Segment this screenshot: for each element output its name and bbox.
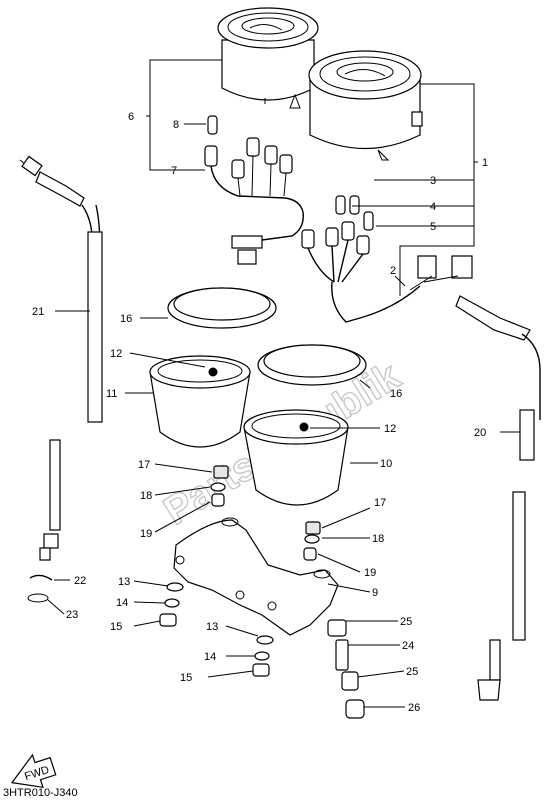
callout-label: 26 bbox=[408, 702, 420, 714]
callout-label: 12 bbox=[110, 348, 122, 360]
callout-label: 3 bbox=[430, 175, 436, 187]
callout-label: 2 bbox=[390, 265, 396, 277]
callout-label: 16 bbox=[120, 313, 132, 325]
left-grommet-stack bbox=[210, 465, 229, 507]
callout-label: 12 bbox=[384, 423, 396, 435]
callout-label: 21 bbox=[32, 306, 44, 318]
callout-label: 17 bbox=[374, 497, 386, 509]
callout-label: 14 bbox=[204, 651, 216, 663]
callout-label: 13 bbox=[206, 621, 218, 633]
meter-bracket bbox=[173, 517, 339, 636]
callout-label: 23 bbox=[66, 609, 78, 621]
callout-label: 11 bbox=[106, 388, 117, 400]
callout-label: 7 bbox=[171, 165, 177, 177]
right-harness bbox=[301, 195, 473, 323]
callout-label: 10 bbox=[380, 458, 392, 470]
tachometer-cable bbox=[19, 155, 103, 561]
meter-cases bbox=[149, 355, 349, 506]
cable-clips bbox=[27, 574, 53, 603]
callout-label: 19 bbox=[140, 528, 152, 540]
leader-lines bbox=[47, 59, 520, 708]
callout-label: 22 bbox=[74, 575, 86, 587]
callout-label: 18 bbox=[140, 490, 152, 502]
speedometer-cable bbox=[455, 295, 541, 701]
callout-label: 18 bbox=[372, 533, 384, 545]
left-harness bbox=[204, 115, 304, 265]
right-meter-assembly bbox=[308, 50, 423, 161]
fwd-arrow-icon: FWD bbox=[10, 753, 57, 789]
right-grommet-stack bbox=[303, 521, 321, 561]
callout-label: 25 bbox=[406, 666, 418, 678]
callout-label: 14 bbox=[116, 597, 128, 609]
callout-label: 5 bbox=[430, 221, 436, 233]
callout-label: 8 bbox=[173, 119, 179, 131]
left-meter-assembly bbox=[217, 7, 319, 109]
callout-label: 20 bbox=[474, 427, 486, 439]
callout-label: 9 bbox=[372, 587, 378, 599]
callout-label: 15 bbox=[110, 621, 122, 633]
rim-rings bbox=[167, 287, 367, 386]
callout-label: 24 bbox=[402, 640, 414, 652]
callout-labels: 1 2 3 4 5 6 7 8 9 10 11 12 12 13 13 14 1… bbox=[32, 111, 488, 714]
callout-label: 6 bbox=[128, 111, 134, 123]
callout-label: 16 bbox=[390, 388, 402, 400]
callout-label: 4 bbox=[430, 201, 436, 213]
bracket-hardware bbox=[159, 582, 274, 677]
callout-label: 13 bbox=[118, 576, 130, 588]
lower-right-hardware bbox=[327, 619, 365, 719]
callout-label: 19 bbox=[364, 567, 376, 579]
callout-label: 15 bbox=[180, 672, 192, 684]
diagram-reference-code: 3HTR010-J340 bbox=[3, 787, 78, 799]
callout-label: 25 bbox=[400, 616, 412, 628]
callout-label: 17 bbox=[138, 459, 150, 471]
callout-label: 1 bbox=[482, 157, 488, 169]
